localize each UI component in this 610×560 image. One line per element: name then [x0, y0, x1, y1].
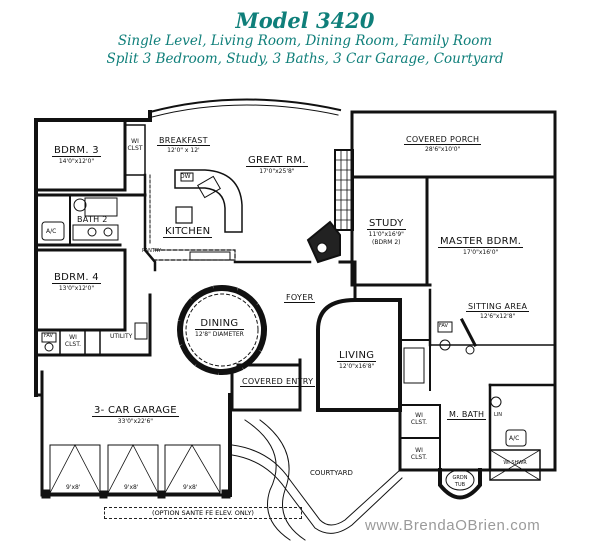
room-master-bdrm: MASTER BDRM. 17'0"x16'0": [438, 236, 524, 256]
linen-master: LIN: [494, 412, 503, 418]
room-bath2: BATH 2: [77, 215, 108, 224]
ac-unit-master: A/C: [509, 435, 520, 442]
room-study: STUDY 11'0"x16'9" (BDRM 2): [367, 218, 406, 246]
room-dining: DINING 12'8" DIAMETER: [195, 318, 244, 338]
walk-in-shower: WI SHWR: [503, 460, 527, 466]
watermark: www.BrendaOBrien.com: [365, 517, 541, 534]
ac-unit-bath2: A/C: [46, 228, 57, 235]
garage-door-1: 9'x8': [66, 484, 81, 491]
room-foyer: FOYER: [284, 293, 316, 303]
room-covered-porch: COVERED PORCH 28'6"x10'0": [404, 135, 482, 153]
room-garage: 3- CAR GARAGE 33'0"x22'6": [92, 405, 179, 425]
model-subtitle-line1: Single Level, Living Room, Dining Room, …: [117, 33, 493, 49]
room-utility: UTILITY: [110, 333, 133, 340]
garage-option-note: (OPTION SANTE FE ELEV. ONLY): [104, 507, 302, 519]
room-kitchen: KITCHEN: [163, 226, 213, 238]
model-subtitle-line2: Split 3 Bedroom, Study, 3 Baths, 3 Car G…: [106, 51, 504, 67]
room-bdrm3: BDRM. 3 14'0"x12'0": [52, 145, 101, 165]
model-title: Model 3420: [235, 8, 375, 33]
room-breakfast: BREAKFAST 12'0" x 12': [157, 136, 210, 154]
garage-door-2: 9'x8': [124, 484, 139, 491]
room-bdrm4: BDRM. 4 13'0"x12'0": [52, 272, 101, 292]
closet-bdrm3: WI CLST: [127, 138, 143, 152]
fav-bdrm4: FAV: [44, 333, 53, 339]
closet-master-1: WI CLST.: [410, 412, 428, 426]
closet-bdrm4: WI CLST.: [64, 334, 82, 348]
dishwasher: DW: [180, 173, 191, 180]
fav-master: FAV: [439, 323, 448, 329]
room-living: LIVING 12'0"x16'8": [337, 350, 377, 370]
pantry-label: PANTRY: [142, 248, 162, 254]
garden-tub: GRDN TUB: [452, 475, 468, 488]
courtyard-label: COURTYARD: [310, 469, 353, 477]
room-great-rm: GREAT RM. 17'0"x25'8": [246, 155, 308, 175]
room-sitting-area: SITTING AREA 12'6"x12'8": [466, 302, 530, 320]
room-covered-entry: COVERED ENTRY: [240, 377, 316, 387]
closet-master-2: WI CLST.: [410, 447, 428, 461]
room-master-bath: M. BATH: [447, 410, 487, 420]
garage-door-3: 9'x8': [183, 484, 198, 491]
